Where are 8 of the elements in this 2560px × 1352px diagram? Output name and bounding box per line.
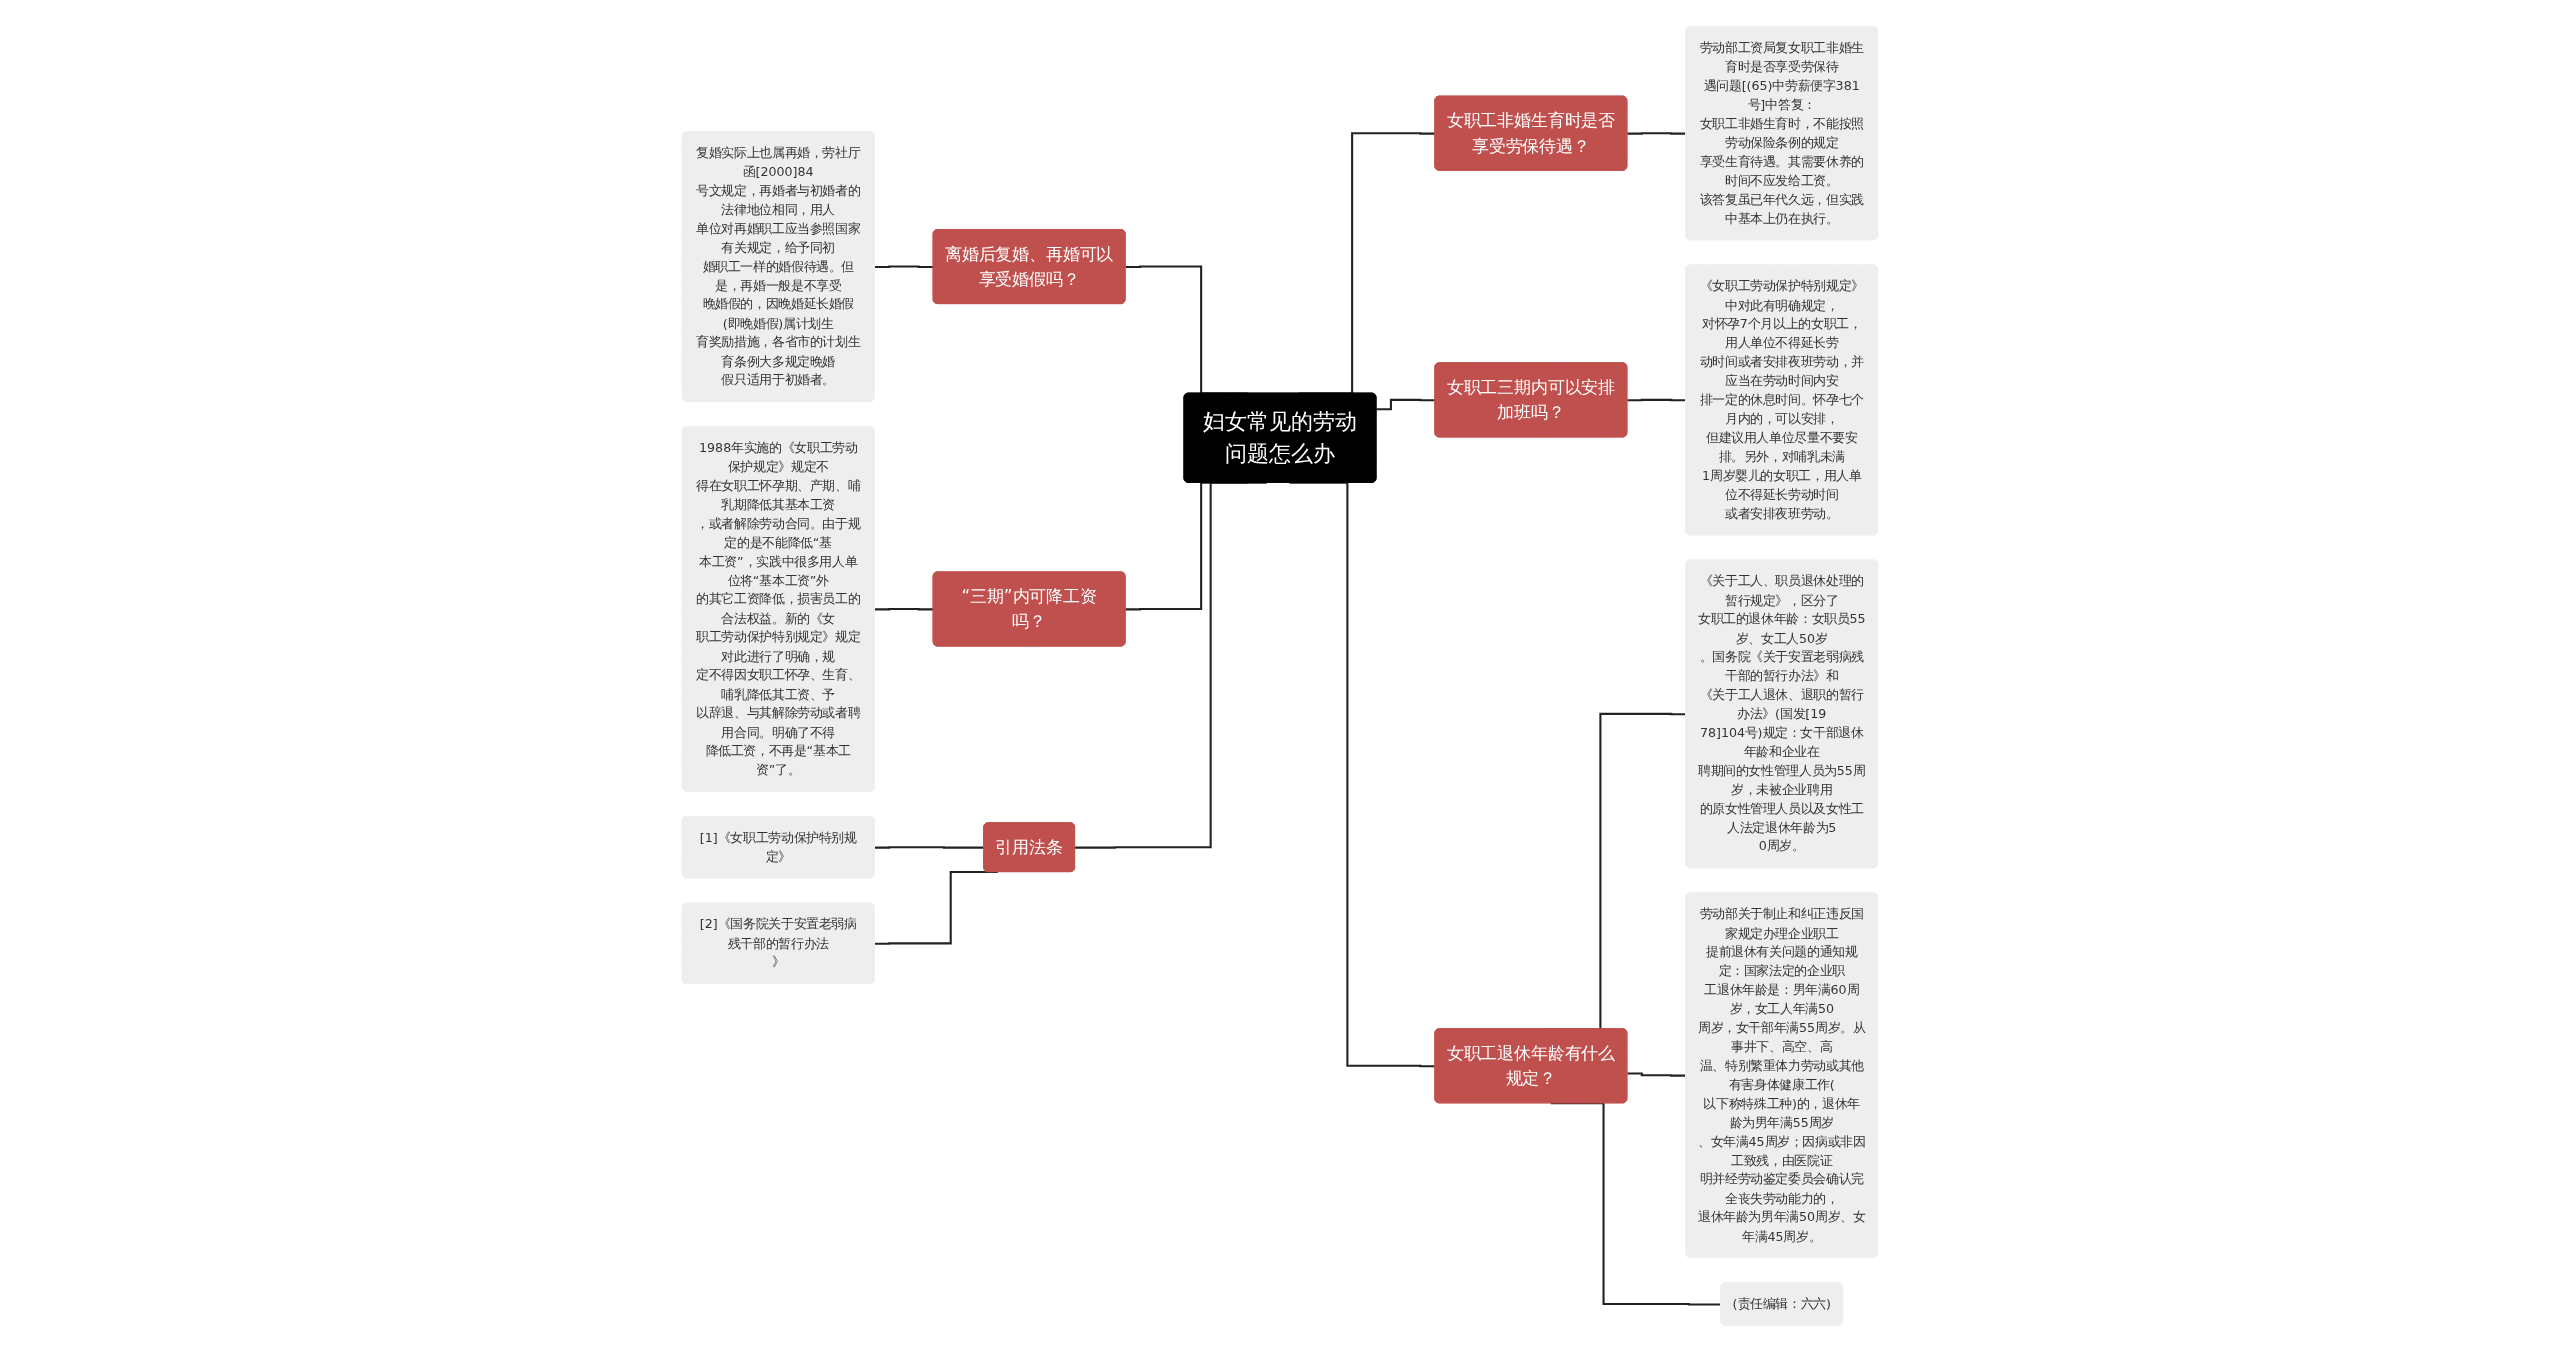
connector [1627, 398, 1687, 402]
connector [874, 846, 985, 849]
connector [874, 607, 934, 611]
connector [1376, 398, 1436, 411]
connector [1627, 132, 1687, 135]
connector [874, 265, 934, 269]
connector [1627, 1072, 1687, 1077]
connector [1550, 1102, 1722, 1306]
